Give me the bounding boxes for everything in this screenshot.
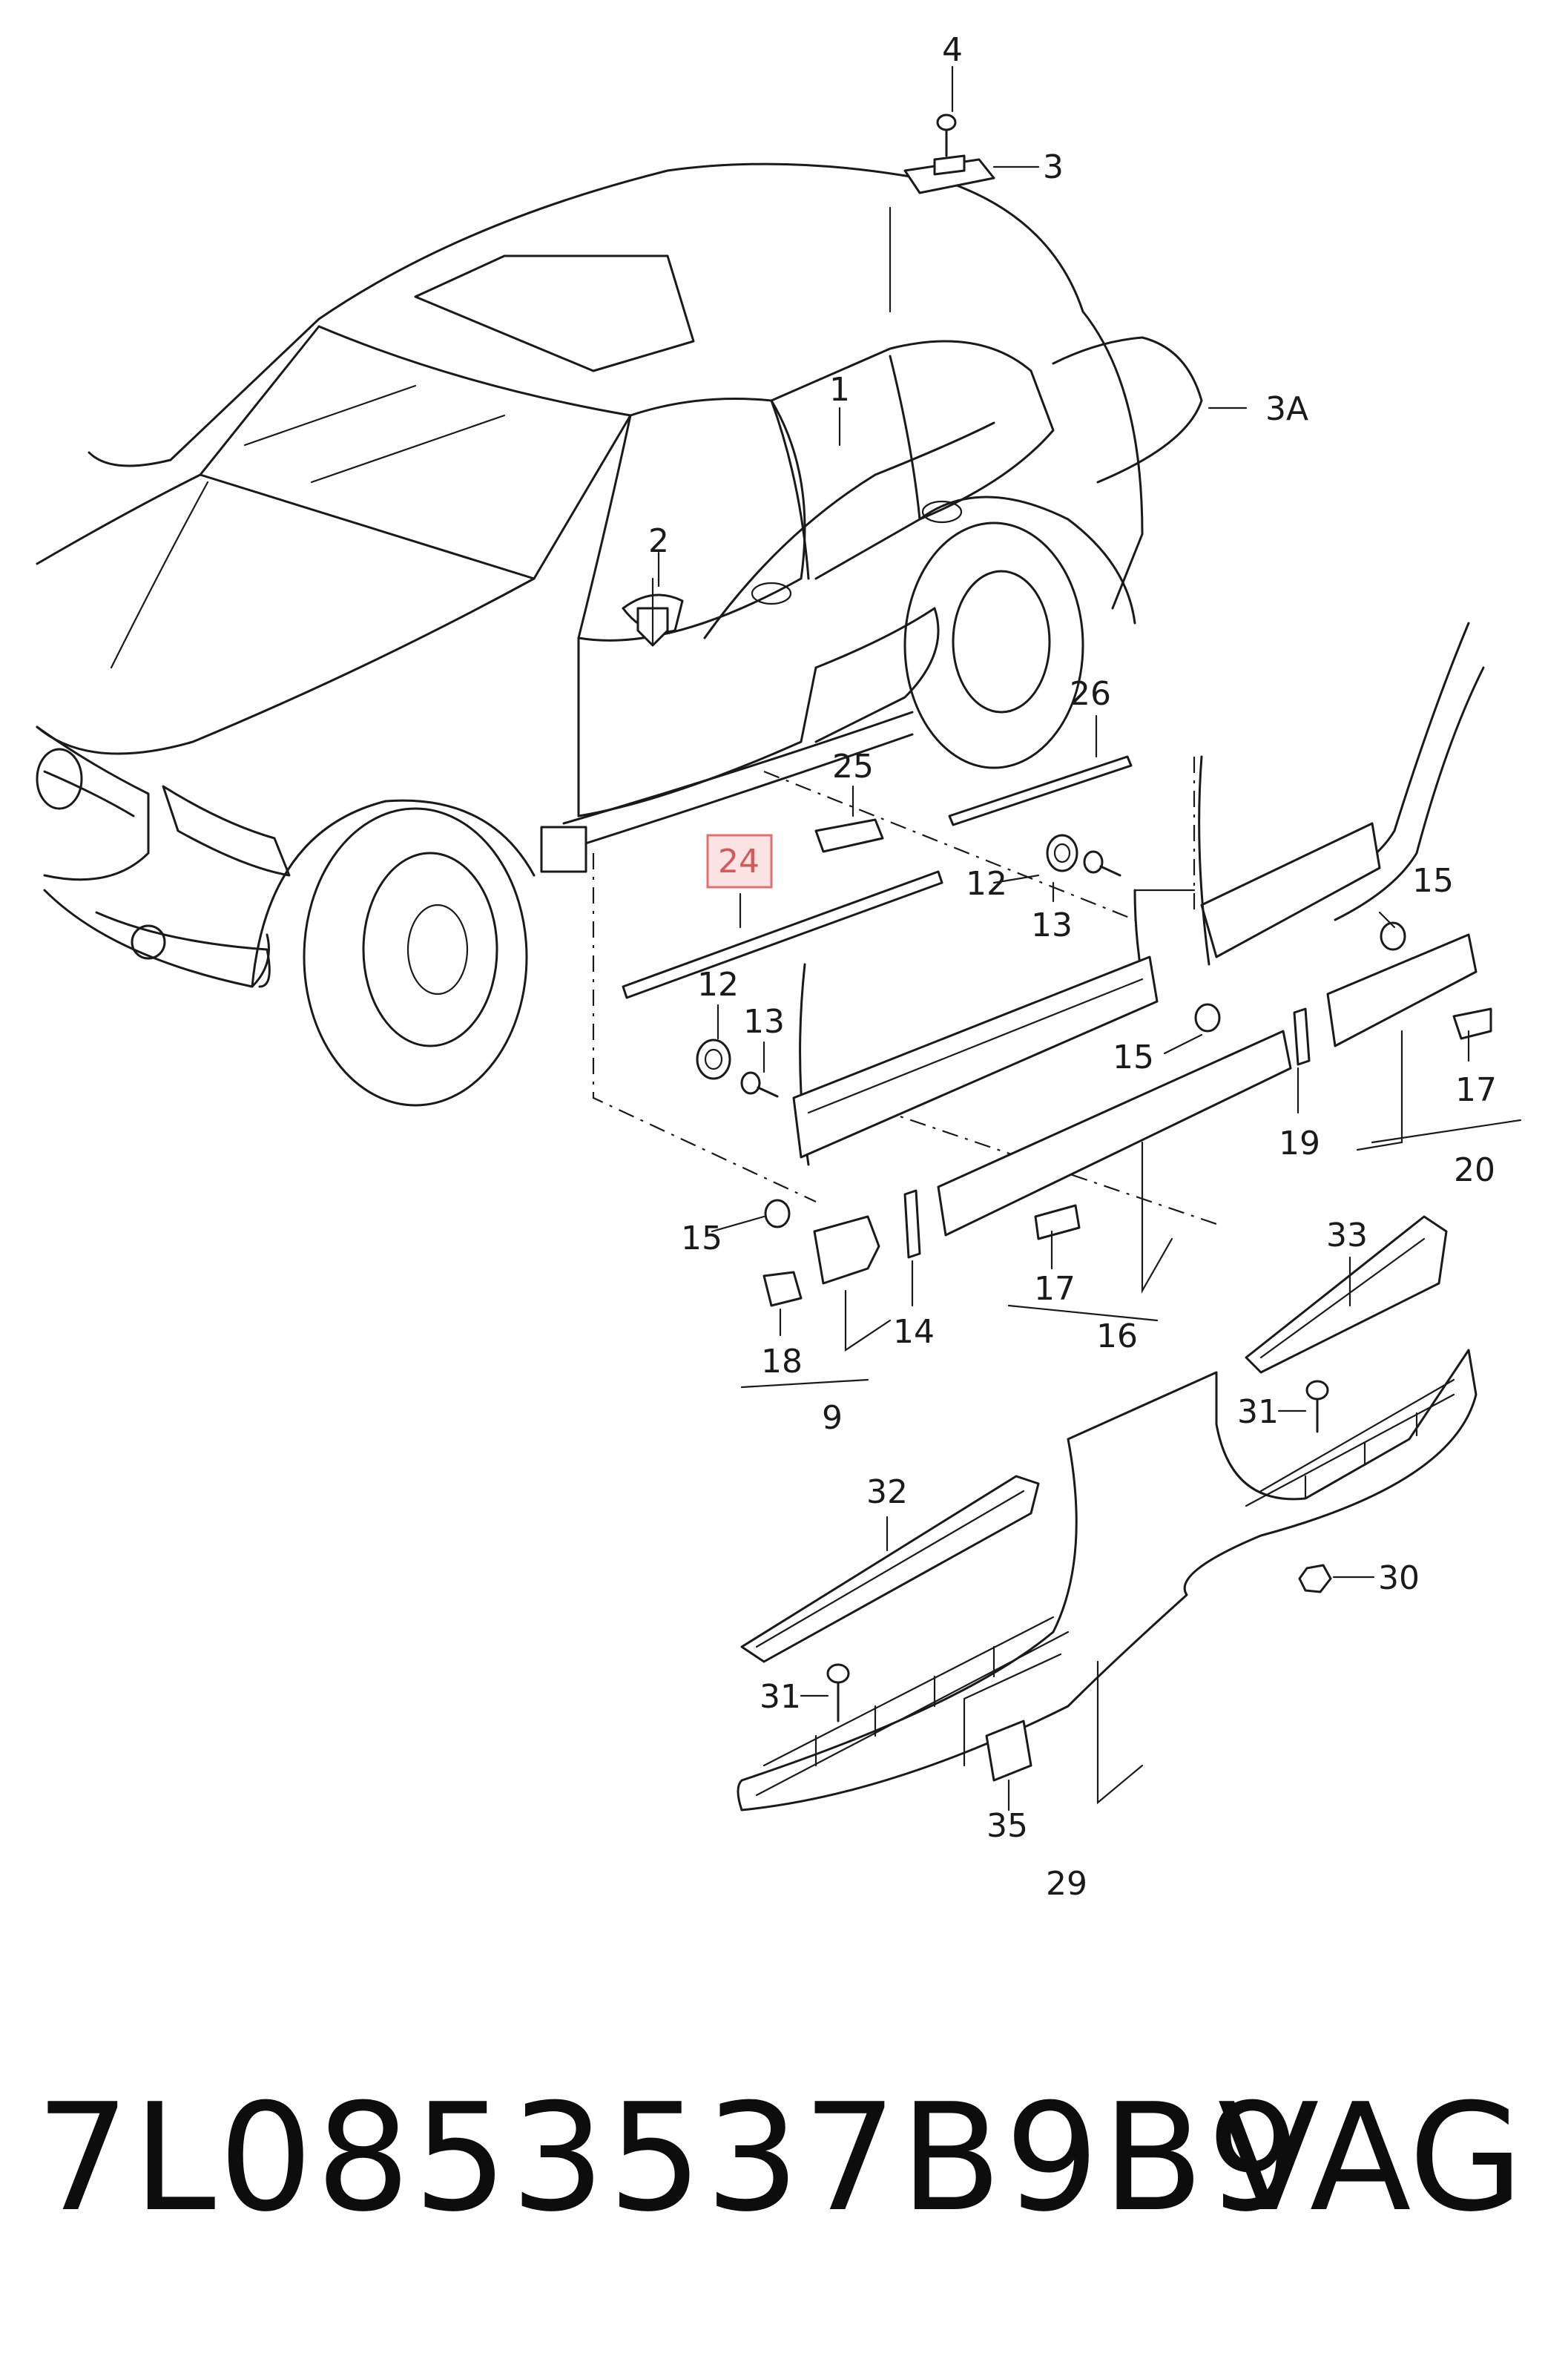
label-4: 4 [942, 31, 963, 69]
label-33: 33 [1326, 1217, 1368, 1254]
car-body-outline [36, 162, 1144, 1107]
part-35-clip [985, 1720, 1032, 1812]
part-15-clip-c [764, 1199, 791, 1228]
label-24: 24 [718, 843, 760, 881]
part-number: 7L0853537B9B9 [36, 2072, 1305, 2245]
part-2-clip [636, 577, 669, 647]
label-19: 19 [1279, 1125, 1320, 1162]
footer: 7L0853537B9B9 VAG [0, 2047, 1568, 2270]
part-18-clip [762, 1271, 803, 1307]
parts-diagram: 4 3 1 3A 2 26 25 24 12 13 15 12 13 15 17… [36, 31, 1522, 1903]
part-13-screw-lower [740, 1071, 779, 1098]
label-32: 32 [866, 1473, 908, 1511]
part-25-clip [814, 785, 884, 853]
part-32-step-plate [740, 1475, 1040, 1663]
label-12-upper: 12 [966, 865, 1007, 903]
part-3-bracket [903, 154, 995, 194]
label-15-b: 15 [1113, 1039, 1154, 1076]
part-3a-trim [1052, 336, 1203, 484]
part-17-clip-a [1452, 1007, 1492, 1040]
leader-lines-middle [711, 874, 1522, 1389]
step-grille-rear [1245, 1378, 1455, 1507]
leader-lines-upper [657, 65, 1248, 588]
label-20: 20 [1454, 1151, 1495, 1189]
label-17-a: 17 [1455, 1071, 1497, 1109]
label-15-a: 15 [1412, 862, 1454, 900]
part-31-screw-a [1277, 1380, 1329, 1433]
label-1: 1 [829, 371, 850, 409]
label-35: 35 [986, 1807, 1028, 1845]
part-26-strip [948, 714, 1133, 826]
label-18: 18 [761, 1343, 803, 1381]
part-19-strip [1293, 1007, 1311, 1066]
part-1-window-strip [703, 421, 995, 639]
label-25: 25 [832, 748, 874, 786]
brand-name: VAG [1217, 2072, 1523, 2245]
part-16-side-trim [937, 1030, 1292, 1294]
label-17-b: 17 [1034, 1270, 1075, 1308]
label-2: 2 [648, 522, 669, 560]
part-13-screw-upper [1083, 850, 1121, 877]
part-33-step-plate [1245, 1215, 1448, 1374]
label-30: 30 [1378, 1559, 1420, 1597]
label-13-lower: 13 [743, 1003, 785, 1041]
part-15-clip-a [1380, 921, 1406, 951]
part-9-front-trim [813, 1215, 892, 1352]
part-14-strip [903, 1189, 921, 1259]
part-24-strip [622, 870, 943, 999]
label-12-lower: 12 [697, 966, 739, 1004]
part-15-clip-b [1194, 1003, 1221, 1033]
part-20-rear-trim [1326, 933, 1478, 1151]
side-skirt-panel-upper [792, 889, 1196, 1166]
part-31-screw-b [800, 1663, 850, 1722]
part-12-grommet-lower [696, 1039, 731, 1080]
step-grille-front [755, 1616, 1070, 1797]
label-9: 9 [822, 1399, 843, 1437]
part-17-clip-b [1034, 1204, 1081, 1240]
label-16: 16 [1096, 1317, 1138, 1355]
label-15-c: 15 [681, 1220, 722, 1257]
part-29-sill-panel [737, 1349, 1478, 1812]
highlight-box-24 [706, 834, 773, 889]
part-12-grommet-upper [1046, 834, 1078, 872]
label-29: 29 [1046, 1865, 1087, 1903]
label-13-upper: 13 [1031, 906, 1073, 944]
label-31-a: 31 [1237, 1393, 1279, 1431]
rear-quarter-panel [1198, 622, 1485, 966]
label-3a: 3A [1265, 390, 1308, 428]
label-3: 3 [1043, 148, 1064, 186]
part-4-screw [936, 113, 957, 157]
label-26: 26 [1070, 675, 1111, 713]
label-31-b: 31 [760, 1678, 801, 1716]
label-14: 14 [893, 1313, 935, 1351]
part-30-nut [1298, 1564, 1375, 1593]
part-labels: 4 3 1 3A 2 26 25 24 12 13 15 12 13 15 17… [648, 31, 1497, 1903]
